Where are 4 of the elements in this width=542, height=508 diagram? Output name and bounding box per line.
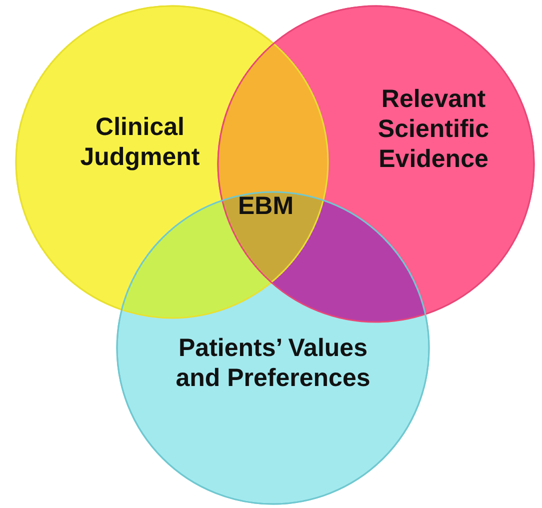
- circle-label: Patients’ Values and Preferences: [174, 333, 372, 393]
- center-label: EBM: [238, 192, 294, 221]
- circle-label: Clinical Judgment: [79, 112, 201, 172]
- circle-label: Relevant Scientific Evidence: [376, 84, 490, 174]
